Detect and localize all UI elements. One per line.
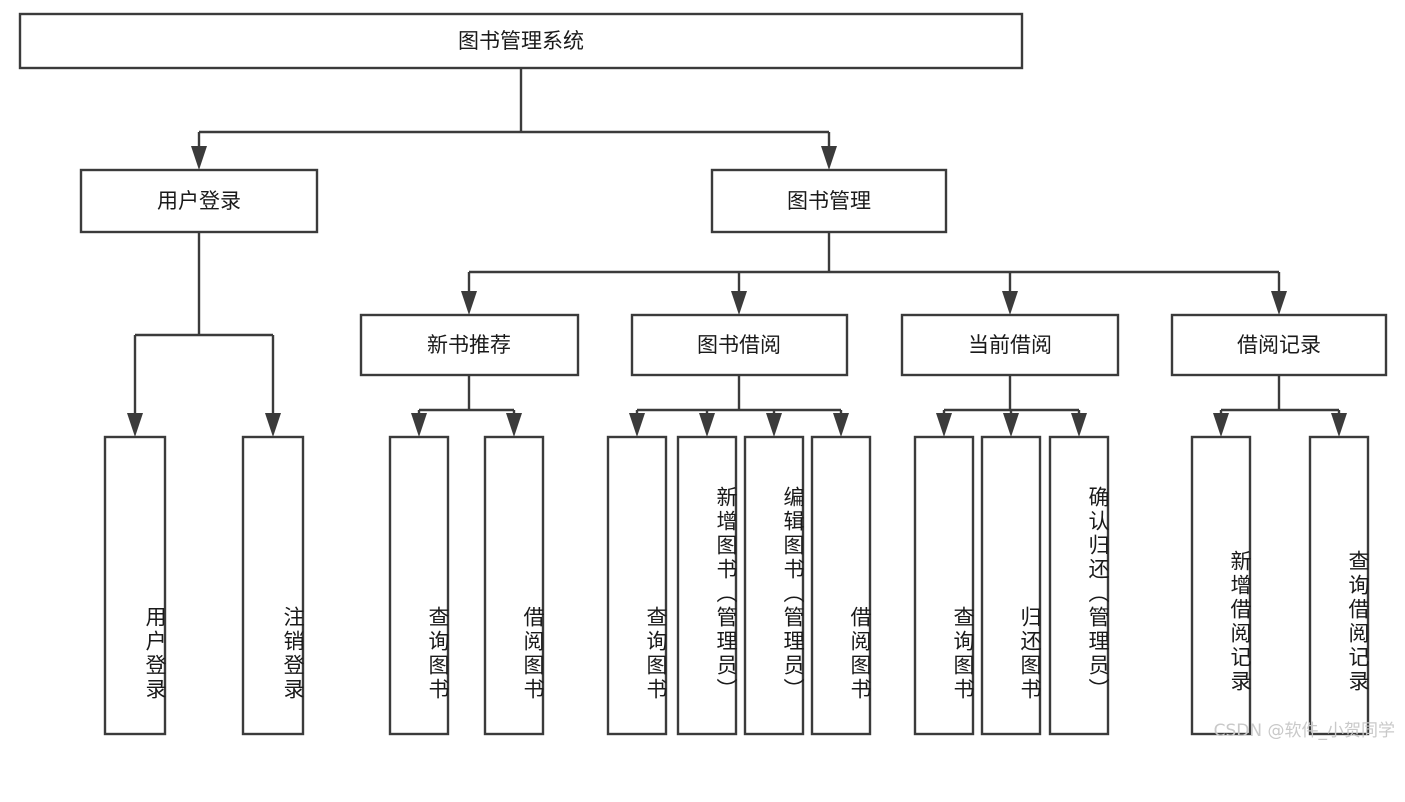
- arrow-head-icon: [731, 291, 747, 315]
- arrow-head-icon: [411, 413, 427, 437]
- arrow-head-icon: [1071, 413, 1087, 437]
- csdn-watermark: CSDN @软件_小贺同学: [1213, 721, 1395, 741]
- node-current-borrow[interactable]: 当前借阅: [900, 313, 1120, 377]
- arrow-head-icon: [699, 413, 715, 437]
- node-new-book-recommend-label: 新书推荐: [427, 333, 511, 357]
- arrow-head-icon: [1331, 413, 1347, 437]
- arrow-head-icon: [629, 413, 645, 437]
- arrow-head-icon: [1002, 291, 1018, 315]
- arrow-head-icon: [766, 413, 782, 437]
- connector-group-borrow-records-leaves: [1213, 375, 1347, 437]
- arrow-head-icon: [191, 146, 207, 170]
- node-borrow-records-label: 借阅记录: [1237, 333, 1321, 357]
- leaf-box-user-login[interactable]: [103, 435, 167, 736]
- leaf-box-add-book[interactable]: [676, 435, 738, 736]
- leaf-box-edit-book[interactable]: [743, 435, 805, 736]
- node-root[interactable]: 图书管理系统: [18, 12, 1024, 70]
- arrow-head-icon: [821, 146, 837, 170]
- leaf-box-logout[interactable]: [241, 435, 305, 736]
- arrow-head-icon: [127, 413, 143, 437]
- connector-group-book-borrow-leaves: [629, 375, 849, 437]
- leaf-box-query-record[interactable]: [1308, 435, 1370, 736]
- arrow-head-icon: [1213, 413, 1229, 437]
- leaf-box-confirm-return[interactable]: [1048, 435, 1110, 736]
- node-new-book-recommend[interactable]: 新书推荐: [359, 313, 580, 377]
- node-root-label: 图书管理系统: [458, 29, 584, 53]
- arrow-head-icon: [1003, 413, 1019, 437]
- tree-diagram-svg: 图书管理系统 用户登录 图书管理 新书推荐 图书借阅 当前借阅 借阅记录: [18, 12, 1388, 736]
- arrow-head-icon: [265, 413, 281, 437]
- leaf-box-return-book[interactable]: [980, 435, 1042, 736]
- node-user-login-label: 用户登录: [157, 189, 241, 213]
- connector-group-current-borrow-leaves: [936, 375, 1087, 437]
- arrow-head-icon: [506, 413, 522, 437]
- connector-group-root: [191, 68, 837, 170]
- leaf-box-group: [103, 435, 1370, 736]
- arrow-head-icon: [461, 291, 477, 315]
- leaf-box-borrow-book-1[interactable]: [483, 435, 545, 736]
- node-user-login-box[interactable]: [79, 168, 319, 234]
- node-user-login[interactable]: 用户登录: [79, 168, 319, 234]
- node-book-management[interactable]: 图书管理: [710, 168, 948, 234]
- leaf-box-query-book-3[interactable]: [913, 435, 975, 736]
- node-book-management-box[interactable]: [710, 168, 948, 234]
- connector-group-book-mgmt: [461, 232, 1287, 315]
- node-current-borrow-label: 当前借阅: [968, 333, 1052, 357]
- connector-group-user-login-leaves: [127, 232, 281, 437]
- diagram-canvas: 图书管理系统 用户登录 图书管理 新书推荐 图书借阅 当前借阅 借阅记录: [18, 12, 1395, 741]
- arrow-head-icon: [936, 413, 952, 437]
- arrow-head-icon: [833, 413, 849, 437]
- node-book-borrow-box[interactable]: [630, 313, 849, 377]
- leaf-box-query-book-1[interactable]: [388, 435, 450, 736]
- node-book-management-label: 图书管理: [787, 189, 871, 213]
- connector-group-new-book-rec-leaves: [411, 375, 522, 437]
- leaf-box-query-book-2[interactable]: [606, 435, 668, 736]
- node-book-borrow-label: 图书借阅: [697, 333, 781, 357]
- node-new-book-recommend-box[interactable]: [359, 313, 580, 377]
- node-current-borrow-box[interactable]: [900, 313, 1120, 377]
- leaf-box-borrow-book-2[interactable]: [810, 435, 872, 736]
- node-root-box[interactable]: [18, 12, 1024, 70]
- node-borrow-records[interactable]: 借阅记录: [1170, 313, 1388, 377]
- leaf-box-add-record[interactable]: [1190, 435, 1252, 736]
- node-book-borrow[interactable]: 图书借阅: [630, 313, 849, 377]
- node-borrow-records-box[interactable]: [1170, 313, 1388, 377]
- arrow-head-icon: [1271, 291, 1287, 315]
